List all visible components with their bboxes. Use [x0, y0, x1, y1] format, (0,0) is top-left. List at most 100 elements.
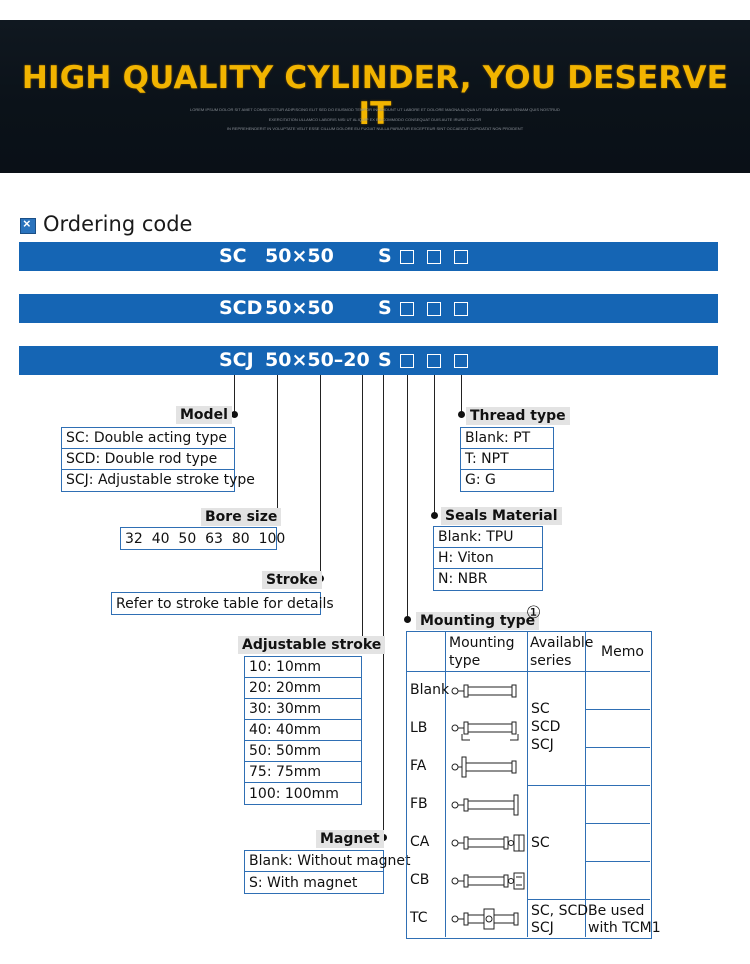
mount-code: Blank	[410, 682, 450, 698]
mount-code: CA	[410, 834, 430, 850]
connector-dot	[431, 512, 438, 519]
bore-values: 32 40 50 63 80 100	[125, 530, 286, 547]
code-placeholder-box	[454, 250, 468, 264]
adjustable-row: 50: 50mm	[245, 741, 361, 762]
header-series: series	[530, 653, 572, 669]
code-size: 50×50	[265, 245, 334, 267]
seals-label: Seals Material	[441, 507, 562, 525]
mount-code: FA	[410, 758, 427, 774]
series-cell: SCD	[531, 719, 561, 735]
code-size: 50×50	[265, 297, 334, 319]
code-placeholder-box	[427, 250, 441, 264]
thread-label: Thread type	[466, 407, 570, 425]
bore-table: 32 40 50 63 80 100	[120, 527, 286, 550]
code-prefix: SCD	[219, 297, 263, 319]
memo-cell: Be used	[588, 903, 645, 919]
grid-line	[585, 747, 650, 748]
cylinder-fa-icon	[451, 756, 517, 778]
code-bar-scj: SCJ 50×50–20 S	[19, 346, 718, 375]
code-size: 50×50–20	[265, 349, 370, 371]
adjustable-row: 40: 40mm	[245, 720, 361, 741]
mounting-table: Mounting type Available series Memo Blan…	[406, 631, 661, 939]
section-title: Ordering code	[43, 212, 193, 236]
code-placeholder-box	[454, 302, 468, 316]
connector-seals	[434, 375, 435, 515]
header-mounting: Mounting	[449, 635, 515, 651]
banner-subtext-2: EXERCITATION ULLAMCO LABORIS NISI UT ALI…	[268, 117, 482, 122]
adjustable-row: 20: 20mm	[245, 678, 361, 699]
mounting-note-marker: ①	[526, 603, 542, 622]
connector-mounting	[407, 375, 408, 619]
stroke-table: Refer to stroke table for details	[111, 592, 334, 615]
grid-line	[527, 899, 585, 900]
adjustable-row: 30: 30mm	[245, 699, 361, 720]
mounting-label: Mounting type	[416, 612, 540, 630]
mount-code: CB	[410, 872, 430, 888]
stroke-label: Stroke	[262, 571, 322, 589]
adjustable-row: 10: 10mm	[245, 657, 361, 678]
grid-line	[585, 899, 650, 900]
series-cell: SC	[531, 701, 550, 717]
grid-line	[527, 785, 585, 786]
series-cell: SC	[531, 835, 550, 851]
code-bar-sc: SC 50×50 S	[19, 242, 718, 271]
cylinder-ca-icon	[451, 834, 525, 852]
thread-table: Blank: PT T: NPT G: G	[460, 427, 554, 492]
connector-thread	[461, 375, 462, 415]
banner-subtext-1: LOREM IPSUM DOLOR SIT AMET CONSECTETUR A…	[190, 107, 560, 112]
model-row: SCD: Double rod type	[62, 449, 234, 470]
magnet-table: Blank: Without magnet S: With magnet	[244, 850, 410, 894]
connector-model	[234, 375, 235, 415]
adjustable-row: 75: 75mm	[245, 762, 361, 783]
cylinder-blank-icon	[451, 684, 517, 698]
magnet-row: Blank: Without magnet	[245, 851, 410, 872]
banner-subtext-3: IN REPREHENDERIT IN VOLUPTATE VELIT ESSE…	[226, 126, 524, 131]
seals-row: H: Viton	[434, 548, 542, 569]
banner-title: HIGH QUALITY CYLINDER, YOU DESERVE IT	[21, 60, 729, 132]
model-label: Model	[176, 406, 232, 424]
seals-table: Blank: TPU H: Viton N: NBR	[433, 526, 543, 591]
adjustable-row: 100: 100mm	[249, 785, 339, 802]
connector-stroke	[320, 375, 321, 578]
code-suffix: S	[378, 349, 392, 371]
stroke-value: Refer to stroke table for details	[116, 595, 334, 612]
seals-row: N: NBR	[438, 571, 488, 587]
cylinder-cb-icon	[451, 872, 525, 890]
mount-code: TC	[410, 910, 428, 926]
grid-line	[527, 632, 528, 937]
header-available: Available	[530, 635, 594, 651]
grid-line	[407, 671, 650, 672]
cylinder-fb-icon	[451, 794, 519, 816]
code-placeholder-box	[454, 354, 468, 368]
cylinder-tc-icon	[451, 908, 519, 930]
grid-line	[585, 823, 650, 824]
adjustable-table: 10: 10mm 20: 20mm 30: 30mm 40: 40mm 50: …	[244, 656, 362, 805]
series-cell: SCJ	[531, 737, 554, 753]
bore-label: Bore size	[201, 508, 282, 526]
adjustable-label: Adjustable stroke	[238, 636, 386, 654]
section-icon	[20, 216, 36, 234]
connector-dot	[231, 411, 238, 418]
grid-line	[585, 785, 650, 786]
model-row: SCJ: Adjustable stroke type	[66, 472, 255, 488]
thread-row: G: G	[465, 472, 496, 488]
magnet-label: Magnet	[316, 830, 384, 848]
code-placeholder-box	[427, 354, 441, 368]
connector-adjustable	[362, 375, 363, 643]
banner-background	[0, 20, 750, 173]
cylinder-lb-icon	[451, 721, 519, 741]
code-placeholder-box	[400, 250, 414, 264]
memo-cell: with TCM1	[588, 920, 661, 936]
mount-code: FB	[410, 796, 428, 812]
thread-row: Blank: PT	[461, 428, 553, 449]
code-suffix: S	[378, 297, 392, 319]
connector-bore	[277, 375, 278, 516]
grid-line	[585, 632, 586, 937]
code-placeholder-box	[400, 302, 414, 316]
grid-line	[585, 709, 650, 710]
header-memo: Memo	[601, 644, 644, 660]
header-type: type	[449, 653, 481, 669]
code-bar-scd: SCD 50×50 S	[19, 294, 718, 323]
series-cell: SC, SCD	[531, 903, 589, 919]
magnet-row: S: With magnet	[249, 874, 358, 891]
